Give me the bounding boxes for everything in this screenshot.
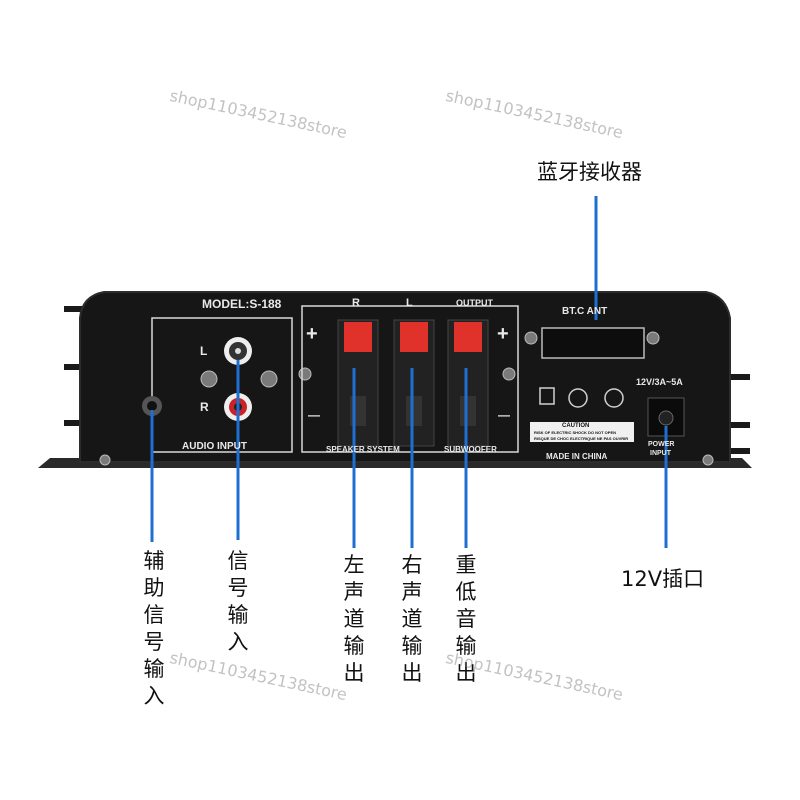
rca-left-jack	[224, 337, 252, 365]
speaker-terminals	[337, 319, 489, 447]
bluetooth-receiver-label: 蓝牙接收器	[537, 160, 642, 184]
caution-label	[530, 422, 634, 442]
plus-left-sign: +	[306, 323, 318, 345]
panel-screws	[99, 331, 714, 466]
power-rating-label: 12V/3A~5A	[636, 377, 683, 387]
audio-input-frame	[151, 317, 293, 453]
output-label: OUTPUT	[456, 298, 493, 308]
speaker-system-label: SPEAKER SYSTEM	[326, 445, 400, 454]
recycle-icons	[539, 387, 624, 408]
aux-jack	[142, 396, 162, 416]
terminal-r-label: R	[352, 297, 360, 309]
minus-left-sign: —	[308, 408, 320, 422]
terminal-l-label: L	[406, 297, 413, 309]
made-in-label: MADE IN CHINA	[546, 452, 608, 461]
signal-input-label: 信号输入	[227, 549, 249, 654]
callout-lines	[150, 196, 668, 548]
minus-right-sign: —	[498, 408, 510, 422]
caution-title: CAUTION	[562, 423, 590, 429]
speaker-frame	[301, 305, 519, 453]
power-input-label-2: INPUT	[650, 450, 671, 457]
power-input-label-1: POWER	[648, 441, 675, 448]
audio-input-label: AUDIO INPUT	[182, 441, 247, 452]
aux-input-label: 辅助信号输入	[143, 549, 165, 708]
plus-right-sign: +	[497, 323, 509, 345]
subwoofer-output-label: 重低音输出	[455, 553, 477, 685]
power-jack-label: 12V插口	[621, 567, 705, 591]
model-label: MODEL:S-188	[202, 297, 282, 311]
subwoofer-label: SUBWOOFER	[444, 445, 497, 454]
input-r-label: R	[200, 400, 209, 414]
left-channel-output-label: 左声道输出	[343, 553, 365, 685]
bt-antenna-slot	[541, 327, 645, 359]
right-channel-output-label: 右声道输出	[401, 553, 423, 685]
caution-line-1: RISK OF ELECTRIC SHOCK DO NOT OPEN	[534, 430, 617, 435]
caution-line-2: RISQUE DE CHOC ELECTRIQUE NE PAS OUVRIR	[534, 436, 629, 441]
bt-ant-label: BT.C ANT	[562, 306, 608, 317]
input-l-label: L	[200, 344, 208, 358]
